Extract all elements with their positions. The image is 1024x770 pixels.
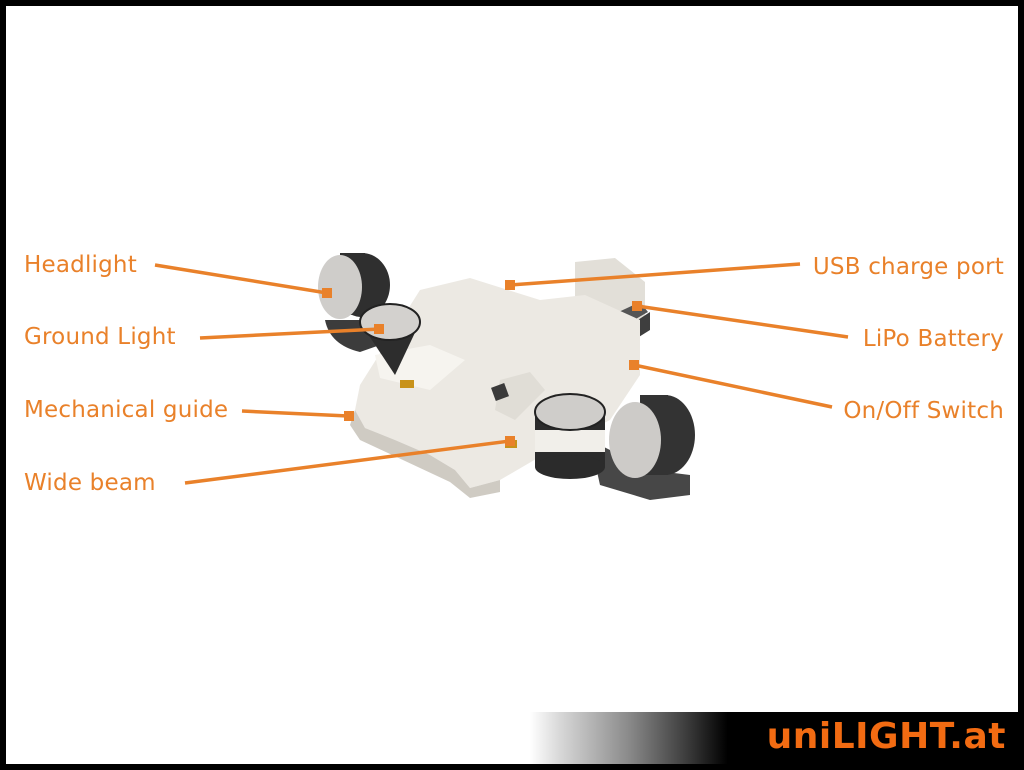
callout-ground-light — [199, 327, 381, 340]
diagram-frame: Headlight Ground Light Mechanical guide … — [6, 6, 1018, 764]
callout-wide-beam — [184, 439, 511, 485]
brand-banner: uniLIGHT.at — [530, 712, 1024, 764]
callout-mechanical-guide — [241, 409, 349, 418]
callout-lipo-battery — [636, 304, 849, 339]
callout-usb-charge-port — [509, 262, 801, 287]
brand-logo: uniLIGHT.at — [766, 716, 1006, 757]
label-wide-beam: Wide beam — [24, 470, 156, 496]
label-headlight: Headlight — [24, 252, 137, 278]
wide-beam-right-shape — [534, 393, 606, 479]
label-lipo-battery: LiPo Battery — [862, 326, 1004, 352]
device-illustration — [154, 253, 849, 500]
headlight-right-shape — [609, 395, 695, 478]
label-on-off-switch: On/Off Switch — [843, 398, 1004, 424]
callout-on-off-switch — [633, 363, 833, 409]
label-mechanical-guide: Mechanical guide — [24, 397, 229, 423]
callout-headlight — [154, 263, 328, 295]
label-usb-charge-port: USB charge port — [812, 254, 1004, 280]
callout-lines — [154, 262, 849, 485]
label-ground-light: Ground Light — [24, 324, 176, 350]
headlight-left-shape — [318, 253, 390, 319]
